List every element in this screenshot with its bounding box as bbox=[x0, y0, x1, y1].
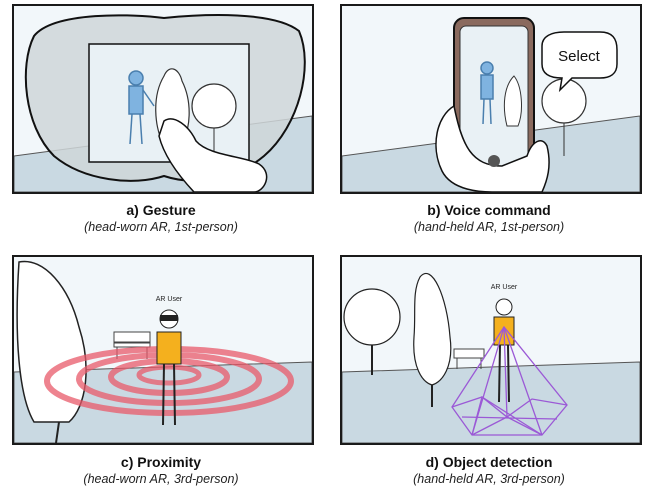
object-detection-illustration: AR User bbox=[342, 257, 640, 443]
caption-object-detection: d) Object detection (hand-held AR, 3rd-p… bbox=[339, 454, 639, 487]
ar-user-figure bbox=[156, 309, 182, 426]
person-figure-on-screen bbox=[480, 61, 494, 125]
caption-subtitle: (head-worn AR, 1st-person) bbox=[84, 220, 238, 234]
caption-voice-command: b) Voice command (hand-held AR, 1st-pers… bbox=[339, 202, 639, 235]
caption-subtitle: (hand-held AR, 3rd-person) bbox=[413, 472, 565, 486]
gesture-illustration bbox=[14, 6, 312, 192]
panel-proximity: AR User bbox=[12, 255, 314, 445]
voice-command-illustration: Select bbox=[342, 6, 640, 192]
hand-shape bbox=[435, 104, 550, 192]
caption-title: c) Proximity bbox=[120, 454, 202, 470]
speech-bubble-shape bbox=[541, 31, 618, 93]
caption-subtitle: (hand-held AR, 1st-person) bbox=[413, 220, 565, 234]
ar-user-label: AR User bbox=[491, 284, 518, 291]
caption-gesture: a) Gesture (head-worn AR, 1st-person) bbox=[11, 202, 311, 235]
caption-title: b) Voice command bbox=[427, 202, 551, 218]
tree-shape bbox=[16, 260, 87, 423]
speech-bubble-text: Select bbox=[558, 48, 601, 65]
person-figure bbox=[128, 70, 155, 145]
caption-title: a) Gesture bbox=[126, 202, 196, 218]
panel-object-detection: AR User bbox=[340, 255, 642, 445]
detection-mesh bbox=[451, 325, 568, 436]
caption-title: d) Object detection bbox=[425, 454, 553, 470]
ar-user-label: AR User bbox=[156, 296, 183, 303]
panel-gesture bbox=[12, 4, 314, 194]
caption-subtitle: (head-worn AR, 3rd-person) bbox=[83, 472, 239, 486]
bench-shape bbox=[453, 348, 485, 369]
panel-voice-command: Select bbox=[340, 4, 642, 194]
caption-proximity: c) Proximity (head-worn AR, 3rd-person) bbox=[11, 454, 311, 487]
hand-shape bbox=[158, 118, 268, 192]
proximity-illustration: AR User bbox=[14, 257, 312, 443]
tree-shape bbox=[413, 273, 452, 386]
